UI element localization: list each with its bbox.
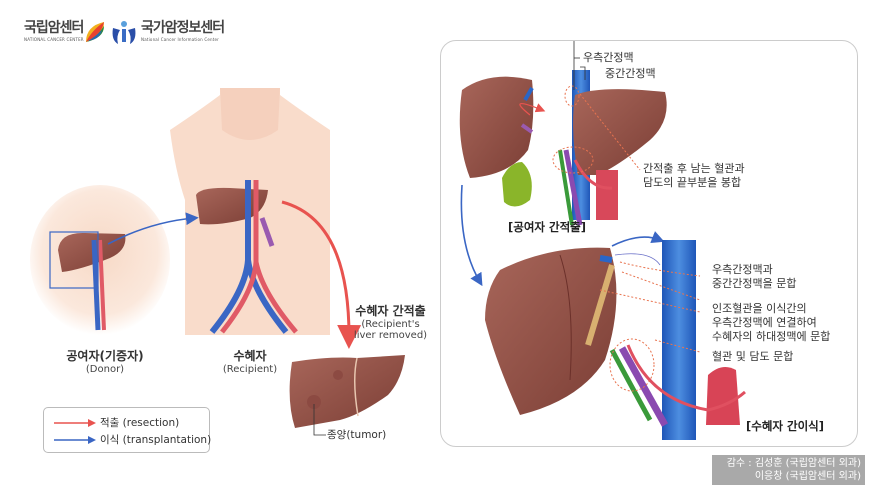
transplant-arrow-panel (460, 184, 483, 287)
right-hepatic-vein-label: 우측간정맥 (583, 51, 634, 64)
ncc-logo-sub: NATIONAL CANCER CENTER (24, 37, 84, 42)
donor-sub-label: (Donor) (85, 364, 125, 375)
donor-label: 공여자(기증자) (66, 349, 144, 363)
credit-line2: 이응창 (국립암센터 외과) (754, 471, 861, 482)
resection-arrow (281, 200, 362, 349)
recipient-label-group: 수혜자 (Recipient) (200, 347, 300, 375)
ncc-logo: 국립암센터 NATIONAL CANCER CENTER (24, 17, 84, 42)
top-note: 간적출 후 남는 혈관과 담도의 끝부분을 봉합 (643, 162, 745, 190)
legend-resection-label: 적출 (resection) (100, 417, 180, 429)
ncc-leaf-icon (86, 22, 104, 42)
ncic-logo: 국가암정보센터 National Cancer Information Cent… (141, 17, 225, 42)
legend-transplantation: 이식 (transplantation) (54, 432, 211, 447)
recipient-label: 수혜자 (233, 349, 267, 363)
bottom-note-1-line2: 중간간정맥을 문합 (712, 277, 797, 290)
ncc-logo-name: 국립암센터 (24, 20, 84, 36)
legend: 적출 (resection) 이식 (transplantation) (43, 407, 211, 453)
top-note-line1: 간적출 후 남는 혈관과 (643, 162, 745, 175)
ncic-logo-icon (112, 21, 136, 44)
red-arrow-icon (54, 418, 96, 427)
bottom-note-3: 혈관 및 담도 문합 (712, 350, 794, 363)
recipient-transplant-caption: [수혜자 간이식] (746, 419, 824, 433)
donor-hepatectomy-caption: [공여자 간적출] (508, 220, 586, 234)
legend-resection: 적출 (resection) (54, 415, 179, 430)
bottom-note-2-line1: 인조혈관을 이식간의 (712, 302, 807, 315)
removal-label-group: 수혜자 간적출 (Recipient's liver removed) (348, 302, 433, 341)
donor-label-group: 공여자(기증자) (Donor) (50, 347, 160, 375)
donor-hepatectomy-illustration (459, 40, 667, 226)
recipient-sub-label: (Recipient) (222, 364, 278, 375)
removal-label: 수혜자 간적출 (355, 304, 426, 318)
tumor-label: 종양(tumor) (327, 429, 387, 441)
legend-transplantation-label: 이식 (transplantation) (100, 434, 212, 446)
top-note-line2: 담도의 끝부분을 봉합 (643, 176, 742, 189)
transplant-arrow-vein (611, 231, 665, 247)
ncic-logo-name: 국가암정보센터 (141, 20, 225, 36)
removal-sub1: (Recipient's (361, 319, 420, 330)
transplant-arrow (107, 212, 199, 245)
tumor-liver (289, 355, 405, 436)
bottom-note-1-line1: 우측간정맥과 (712, 263, 773, 276)
procedure-panel (440, 40, 858, 447)
bottom-note-2-line2: 우측간정맥에 연결하여 (712, 316, 817, 329)
blue-arrow-icon (54, 435, 96, 444)
donor-torso (30, 185, 170, 335)
bottom-note-2: 인조혈관을 이식간의 우측간정맥에 연결하여 수혜자의 하대정맥에 문합 (712, 302, 830, 344)
middle-hepatic-vein-label: 중간간정맥 (605, 67, 656, 80)
ncic-logo-sub: National Cancer Information Center (141, 37, 219, 42)
removal-sub2: liver removed) (353, 330, 428, 341)
credit-box: 감수 : 김성훈 (국립암센터 외과) 이응창 (국립암센터 외과) (712, 455, 865, 485)
bottom-note-2-line3: 수혜자의 하대정맥에 문합 (712, 330, 831, 343)
credit-line1: 감수 : 김성훈 (국립암센터 외과) (726, 458, 861, 469)
bottom-note-1: 우측간정맥과 중간간정맥을 문합 (712, 263, 796, 291)
recipient-torso (170, 88, 330, 335)
recipient-transplant-illustration (485, 240, 746, 440)
